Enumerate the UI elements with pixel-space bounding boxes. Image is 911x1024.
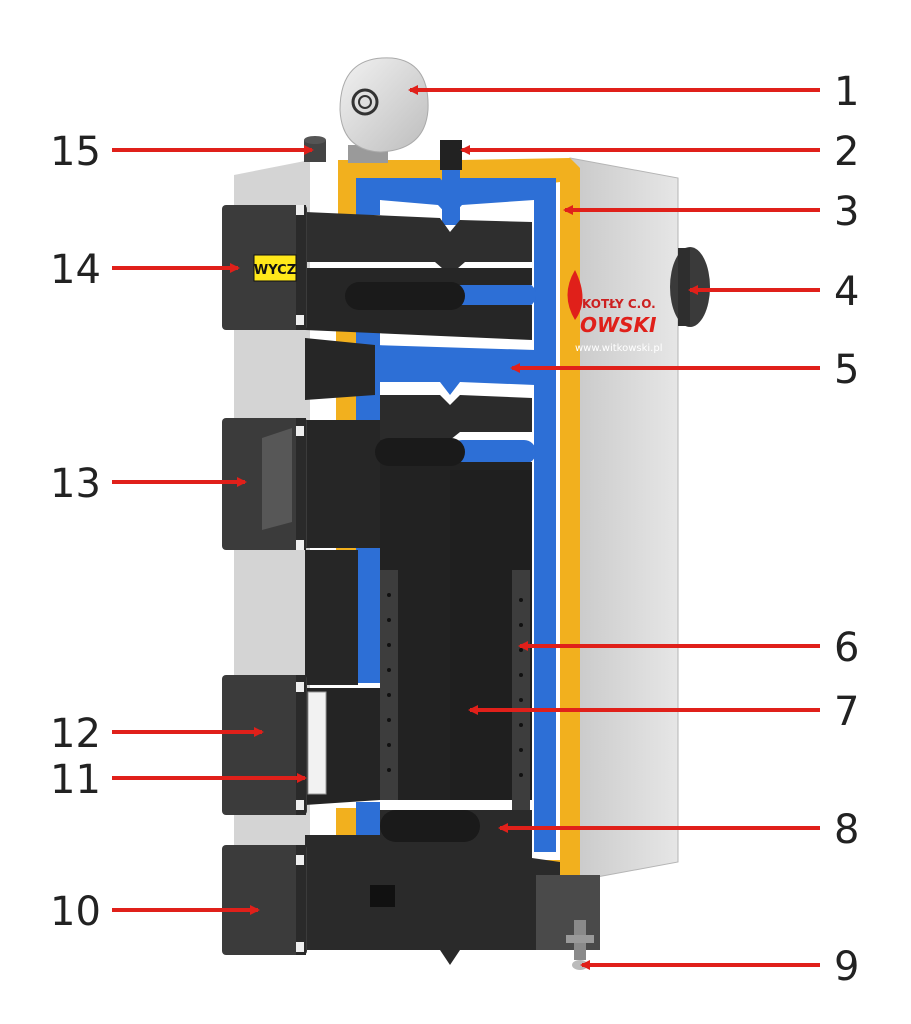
cleanout-sign — [253, 254, 297, 282]
door-ignition — [222, 675, 327, 815]
door-ash-pit — [222, 845, 307, 955]
callout-number-14: 14 — [50, 247, 101, 293]
callout-number-13: 13 — [50, 461, 101, 507]
brand-line1: KOTŁY C.O. — [582, 297, 656, 311]
callout-number-9: 9 — [834, 944, 859, 990]
door-fuel-loading — [222, 418, 307, 550]
callout-number-11: 11 — [50, 757, 101, 803]
brand-url: www.witkowski.pl — [575, 343, 663, 354]
callout-number-4: 4 — [834, 269, 859, 315]
cleanout-sign-text: WYCZ — [254, 263, 296, 278]
air-damper-slot — [307, 691, 327, 795]
callout-number-8: 8 — [834, 807, 859, 853]
callout-number-12: 12 — [50, 711, 101, 757]
brand-logo: KOTŁY C.O. OWSKI www.witkowski.pl — [567, 270, 663, 354]
door-cleanout-top: WYCZ — [222, 205, 307, 330]
door-handle — [262, 428, 292, 530]
callout-number-3: 3 — [834, 189, 859, 235]
callout-number-1: 1 — [834, 69, 859, 115]
combustion-chamber — [305, 212, 600, 965]
outlet-connector — [440, 140, 462, 170]
brand-line2: OWSKI — [580, 313, 657, 337]
callout-number-6: 6 — [834, 625, 859, 671]
blower-fan — [339, 57, 429, 163]
callout-number-7: 7 — [834, 689, 859, 735]
callouts: 1 2 3 4 5 6 7 8 9 10 11 12 13 14 15 — [50, 69, 859, 990]
callout-number-5: 5 — [834, 347, 859, 393]
callout-number-10: 10 — [50, 889, 101, 935]
callout-number-15: 15 — [50, 129, 101, 175]
callout-number-2: 2 — [834, 129, 859, 175]
